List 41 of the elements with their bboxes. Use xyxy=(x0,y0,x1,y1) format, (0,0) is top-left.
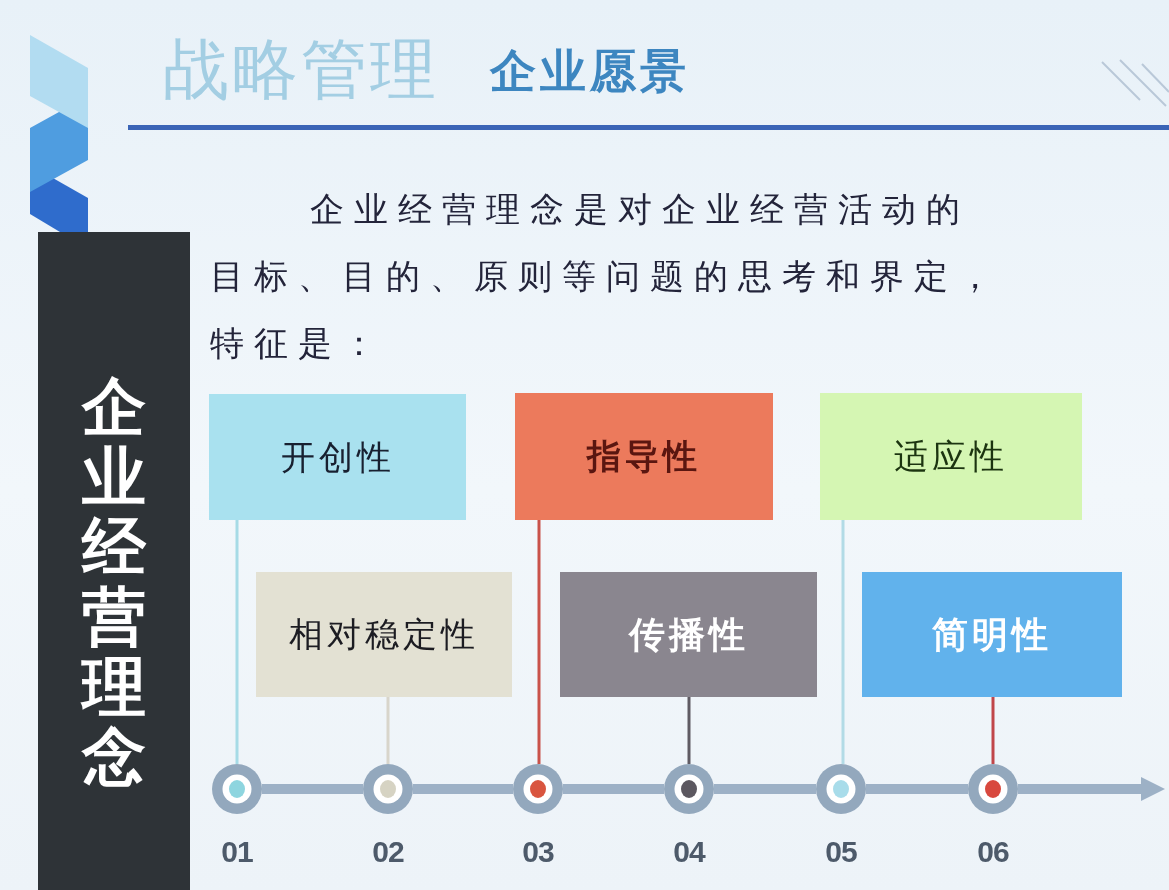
leader-line xyxy=(841,520,845,765)
timeline-marker xyxy=(212,764,262,814)
step-number: 04 xyxy=(673,834,705,870)
leader-line xyxy=(991,697,995,764)
banner-title: 企业经营理念 xyxy=(81,372,147,792)
slide-title: 战略管理 xyxy=(163,30,439,110)
timeline-arrow xyxy=(1018,777,1165,801)
feature-label: 简明性 xyxy=(932,612,1052,657)
feature-box xyxy=(209,394,466,520)
feature-box xyxy=(820,393,1082,520)
side-banner xyxy=(38,232,190,890)
feature-box xyxy=(862,572,1122,697)
feature-box xyxy=(515,393,773,520)
leader-line xyxy=(235,520,239,764)
step-number: 06 xyxy=(977,834,1009,870)
timeline-segment xyxy=(866,784,968,794)
step-number: 01 xyxy=(221,834,253,870)
feature-label: 指导性 xyxy=(587,436,701,477)
leader-line xyxy=(687,697,691,764)
timeline-segment xyxy=(714,784,816,794)
timeline-marker xyxy=(513,764,563,814)
timeline-marker xyxy=(664,764,714,814)
timeline-segment xyxy=(563,784,664,794)
slide-subtitle: 企业愿景 xyxy=(490,44,690,100)
leader-line xyxy=(537,520,541,764)
feature-box xyxy=(560,572,817,697)
step-number: 05 xyxy=(825,834,857,870)
timeline-marker xyxy=(968,764,1018,814)
intro-paragraph: 企业经营理念是对企业经营活动的目标、目的、原则等问题的思考和界定，特征是： xyxy=(210,188,1003,365)
feature-label: 适应性 xyxy=(894,436,1008,477)
feature-label: 传播性 xyxy=(628,612,749,657)
feature-box xyxy=(256,572,512,697)
feature-label: 相对稳定性 xyxy=(289,614,479,655)
step-number: 03 xyxy=(522,834,554,870)
step-number: 02 xyxy=(372,834,404,870)
leader-line xyxy=(386,697,390,764)
timeline-marker xyxy=(363,764,413,814)
timeline-marker xyxy=(816,764,866,814)
feature-label: 开创性 xyxy=(280,436,395,478)
timeline-segment xyxy=(413,784,513,794)
timeline-segment xyxy=(262,784,363,794)
